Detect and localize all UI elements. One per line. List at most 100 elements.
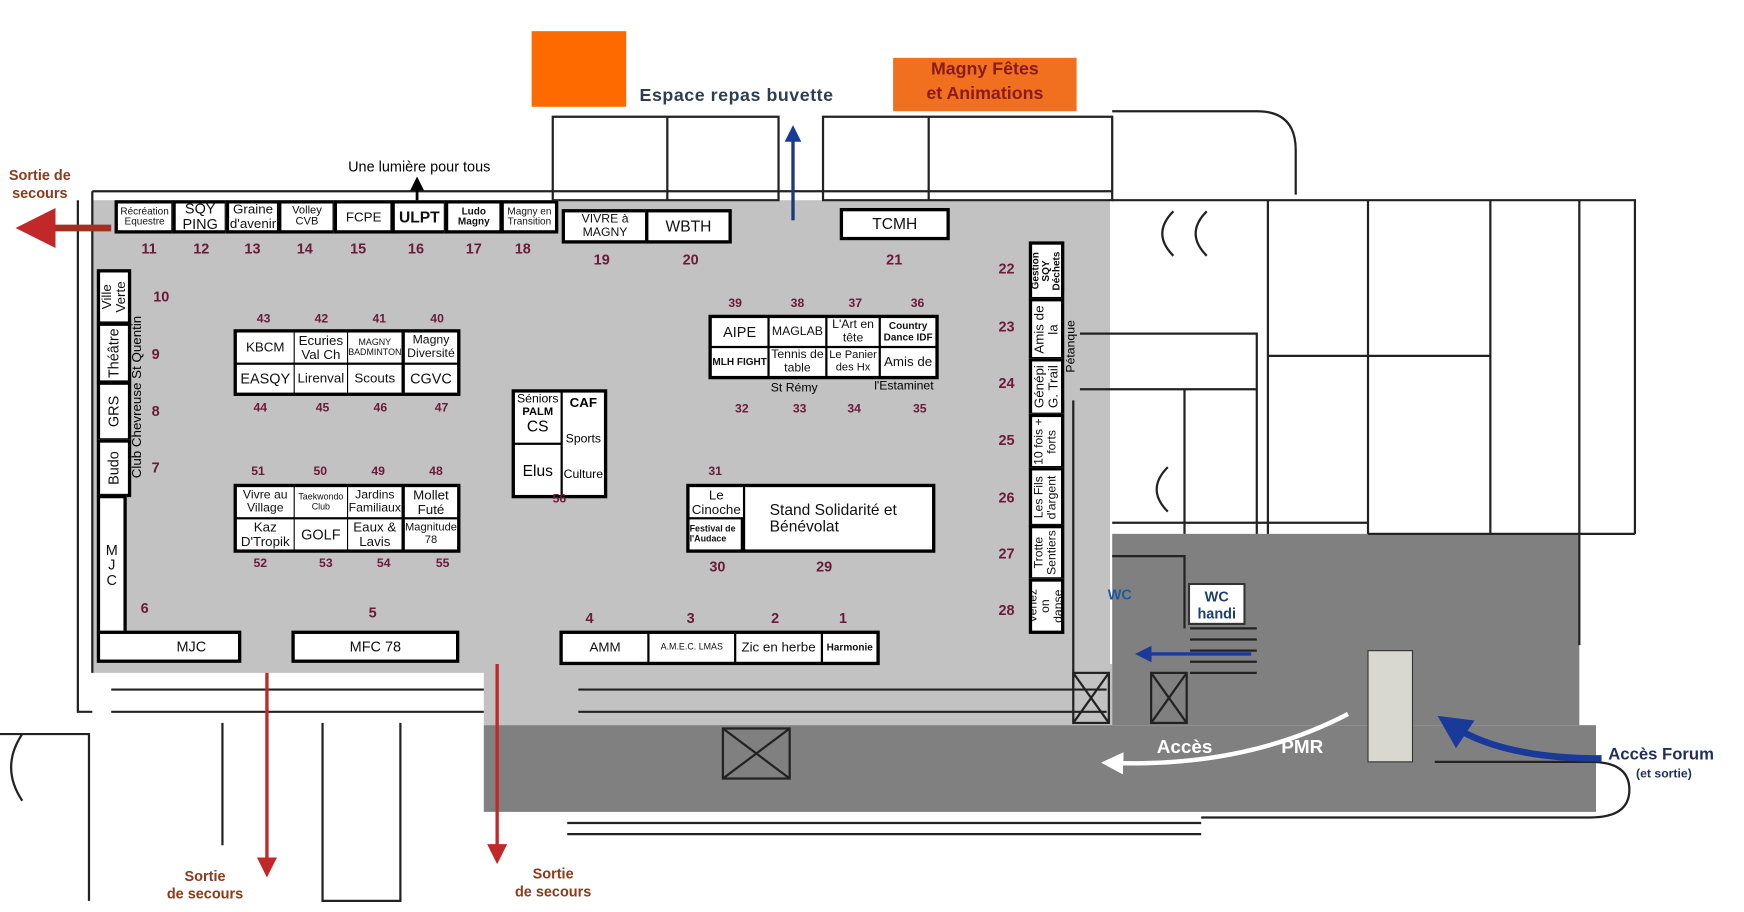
- stand-number: 36: [910, 296, 925, 311]
- estaminet-label: l'Estaminet: [874, 379, 934, 393]
- stand-36: Country Dance IDF: [880, 318, 936, 346]
- stand-number: 27: [998, 544, 1015, 562]
- stand-number: 38: [790, 296, 805, 311]
- stand-3: A.M.E.C. LMAS: [649, 633, 735, 662]
- stand-number: 21: [886, 251, 903, 269]
- stand-number: 3: [686, 609, 695, 627]
- exit-label-line: de secours: [166, 884, 244, 902]
- stand-19: VIVRE à MAGNY: [561, 209, 649, 244]
- stand-number: 54: [376, 557, 391, 571]
- stand-number: 12: [193, 240, 210, 257]
- stand-number: 53: [319, 557, 333, 571]
- stand-14: Volley CVB: [278, 200, 336, 234]
- palm-label: PALM: [522, 405, 554, 419]
- stand-number: 26: [998, 489, 1015, 507]
- stand-1: Harmonie: [823, 633, 877, 662]
- stand-2: Zic en herbe: [736, 633, 821, 662]
- stand-number: 56: [552, 492, 567, 507]
- stand-13: Graine d'avenir: [225, 200, 281, 234]
- stand-32: MLH FIGHT: [711, 348, 768, 376]
- stand-number: 29: [816, 558, 833, 576]
- stand-number: 6: [140, 599, 149, 617]
- exit-label-line: Sortie: [184, 867, 226, 885]
- buvette-label: Espace repas buvette: [639, 86, 834, 106]
- magny-fetes-box: Magny Fêtes et Animations: [893, 57, 1077, 112]
- stand-number: 7: [151, 459, 160, 477]
- magny-fetes-label: Magny Fêtes: [930, 60, 1039, 79]
- entrance-pillar: [1367, 650, 1414, 763]
- stand-number: 49: [371, 464, 385, 479]
- stand-6: M J C: [96, 494, 127, 636]
- st-remy-label: St Rémy: [770, 381, 818, 395]
- stand-21: TCMH: [839, 207, 950, 241]
- stand-number: 45: [315, 401, 330, 415]
- stand-number: 16: [407, 240, 425, 257]
- stand-number: 17: [465, 240, 482, 257]
- cs-label: CS: [526, 417, 549, 435]
- stand-41: MAGNY BADMINTON: [348, 332, 402, 363]
- stand-number: 5: [368, 603, 377, 621]
- stand-number: 25: [998, 431, 1015, 449]
- stand-mjc: MJC: [96, 630, 242, 663]
- access-forum-sub: (et sortie): [1636, 767, 1692, 781]
- stand-number: 39: [728, 296, 742, 311]
- stand-43: KBCM: [236, 332, 294, 363]
- stand-number: 51: [251, 464, 265, 479]
- stand-35: Amis de: [880, 348, 936, 376]
- stand-47: CGVC: [404, 364, 458, 393]
- stand-number: 9: [151, 345, 160, 363]
- stand-number: 11: [141, 240, 157, 257]
- stand-number: 43: [256, 312, 271, 326]
- stand-27: Trotte Sentiers: [1028, 524, 1065, 581]
- stand-elus: Elus: [514, 444, 561, 495]
- stand-number: 41: [372, 312, 387, 326]
- stand-number: 44: [253, 401, 268, 415]
- exit-label-line: Sortie: [532, 865, 574, 882]
- stand-number: 28: [998, 601, 1015, 619]
- magny-animations-label: et Animations: [926, 84, 1044, 104]
- stand-40: Magny Diversité: [404, 332, 458, 363]
- walls: [0, 110, 1637, 902]
- stand-9: Théâtre: [96, 322, 132, 384]
- stand-4: AMM: [562, 633, 648, 662]
- stand-number: 42: [314, 312, 329, 326]
- corridor: [483, 725, 1597, 812]
- stand-number: 32: [735, 402, 749, 416]
- stand-number: 4: [585, 609, 594, 627]
- stand-number: 55: [435, 557, 450, 571]
- stand-45: Lirenval: [294, 364, 348, 393]
- stand-23: Amis de la: [1028, 298, 1065, 361]
- stand-51: Vivre au Village: [236, 487, 294, 518]
- stand-31: Le Cinoche: [689, 487, 743, 518]
- stand-number: 48: [429, 464, 443, 479]
- stand-10: Ville Verte: [96, 269, 132, 325]
- stand-52: Kaz D'Tropik: [236, 519, 294, 550]
- stand-number: 40: [430, 312, 444, 326]
- stand-number: 18: [514, 240, 531, 257]
- stand-number: 19: [593, 251, 610, 269]
- stand-number: 35: [912, 402, 927, 416]
- stand-number: 2: [771, 609, 780, 627]
- culture-label: Culture: [563, 468, 604, 482]
- forum-arrow: [1437, 715, 1602, 762]
- stand-20: WBTH: [645, 209, 732, 244]
- stand-26: Les Fils d'argent: [1028, 467, 1065, 528]
- stand-44: EASQY: [236, 364, 294, 393]
- stand-number: 8: [151, 402, 160, 420]
- stand-34: Le Panier des Hx: [827, 348, 879, 376]
- stand-33: Tennis de table: [769, 348, 826, 376]
- stand-number: 52: [253, 557, 268, 571]
- stand-number: 15: [350, 240, 367, 257]
- stand-number: 31: [708, 464, 722, 479]
- sports-label: Sports: [565, 432, 602, 446]
- access-pmr-label-1: Accès: [1156, 736, 1213, 758]
- stand-number: 13: [244, 240, 261, 257]
- wc-label: WC: [1107, 586, 1132, 603]
- stand-number: 23: [998, 318, 1015, 335]
